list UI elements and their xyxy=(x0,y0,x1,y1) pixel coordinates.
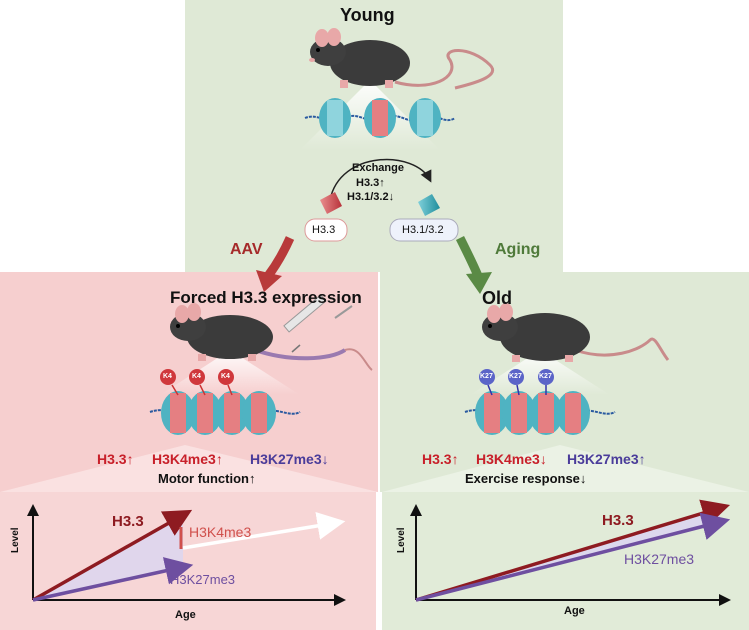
left-xlabel: Age xyxy=(175,609,196,621)
left-h3k4me3-line xyxy=(182,512,346,550)
forced-h3k4me3: H3K4me3↑ xyxy=(152,451,223,467)
h33-box-label: H3.3 xyxy=(312,224,336,236)
young-title: Young xyxy=(340,5,395,25)
aav-arrowhead xyxy=(256,270,282,292)
left-plot xyxy=(27,504,346,606)
aging-arrowhead xyxy=(466,272,492,294)
k27-badge xyxy=(508,369,524,385)
right-h33-label: H3.3 xyxy=(602,512,634,529)
histone-h33-icon xyxy=(320,192,342,214)
old-wedge xyxy=(382,445,749,492)
exchange-line2: H3.1/3.2↓ xyxy=(347,191,395,203)
left-h3k27me3-label: H3K27me3 xyxy=(170,572,236,587)
left-h3k27me3-line xyxy=(32,557,194,602)
forced-h33: H3.3↑ xyxy=(97,451,134,467)
h31-box xyxy=(389,218,459,242)
old-title: Old xyxy=(482,288,512,308)
old-h33: H3.3↑ xyxy=(422,451,459,467)
k27-badge xyxy=(538,369,554,385)
right-ylabel: Level xyxy=(396,527,407,553)
right-xlabel: Age xyxy=(564,605,585,617)
old-mouse-icon xyxy=(482,303,670,362)
k4-badge xyxy=(189,369,205,385)
k27-badge-label: K27 xyxy=(509,373,522,380)
forced-h3k27me3: H3K27me3↓ xyxy=(250,451,329,467)
old-h3k27me3: H3K27me3↑ xyxy=(567,451,646,467)
young-mouse-icon xyxy=(309,28,494,90)
forced-motor: Motor function↑ xyxy=(158,471,256,486)
h33-box xyxy=(304,218,348,242)
h31-box-label: H3.1/3.2 xyxy=(402,224,444,236)
syringe-icon xyxy=(283,294,353,353)
k27-badge xyxy=(479,369,495,385)
histone-h31-icon xyxy=(418,194,440,216)
left-ylabel: Level xyxy=(10,527,21,553)
k4-badge-label: K4 xyxy=(163,373,172,380)
young-nucleosome-icon xyxy=(304,98,456,138)
k4-badge xyxy=(218,369,234,385)
exchange-label: Exchange xyxy=(352,162,404,174)
right-h3k27me3-line xyxy=(415,512,731,602)
k4-badge xyxy=(160,369,176,385)
aging-label: Aging xyxy=(495,241,541,258)
right-plot xyxy=(410,499,731,606)
exchange-arc xyxy=(329,158,432,201)
forced-mouse-icon xyxy=(170,303,373,371)
forced-wedge xyxy=(0,445,378,492)
aav-label: AAV xyxy=(230,241,263,258)
right-h33-line xyxy=(415,499,731,602)
old-exercise: Exercise response↓ xyxy=(465,471,587,486)
old-nucleosome-icon xyxy=(464,369,616,435)
left-h33-line xyxy=(32,509,193,602)
k4-badge-label: K4 xyxy=(192,373,201,380)
k27-badge-label: K27 xyxy=(539,373,552,380)
k27-badge-label: K27 xyxy=(480,373,493,380)
forced-title: Forced H3.3 expression xyxy=(170,288,362,307)
exchange-line1: H3.3↑ xyxy=(356,177,385,189)
right-h3k27me3-label: H3K27me3 xyxy=(624,551,695,567)
k4-badge-label: K4 xyxy=(221,373,230,380)
left-h33-label: H3.3 xyxy=(112,513,144,530)
old-h3k4me3: H3K4me3↓ xyxy=(476,451,547,467)
left-h3k4me3-label: H3K4me3 xyxy=(189,524,252,540)
forced-nucleosome-icon xyxy=(149,369,301,435)
